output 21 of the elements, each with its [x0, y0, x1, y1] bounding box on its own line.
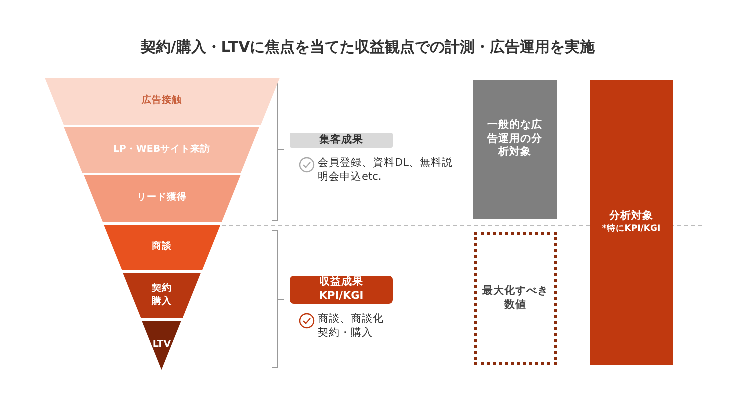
- panel-label: 集客成果: [318, 134, 364, 148]
- panel-label: 収益成果: [318, 276, 364, 290]
- stage-label: 広告接触: [141, 95, 183, 108]
- panel-label: 分析対象: [608, 210, 654, 224]
- result-note: 会員登録、資料DL、無料説明会申込etc.: [318, 156, 454, 184]
- stage-label: 商談: [150, 241, 173, 254]
- panel-label: 最大化すべき数値: [482, 284, 550, 312]
- panel-label: 一般的な広告運用の分析対象: [487, 119, 543, 160]
- diagram-title: 契約/購入・LTVに焦点を当てた収益観点での計測・広告運用を実施: [140, 38, 596, 57]
- dotted-panel: [474, 232, 557, 365]
- panel-label: *特にKPI/KGI: [601, 224, 662, 235]
- category-tag: [290, 133, 393, 148]
- analysis-panel: [473, 80, 557, 219]
- panel-label: KPI/KGI: [318, 290, 365, 304]
- stage-label: LTV: [152, 339, 172, 352]
- result-note: 商談、商談化契約・購入: [318, 312, 385, 340]
- stage-label: 契約購入: [150, 283, 173, 308]
- category-tag: [290, 276, 393, 304]
- stage-label: リード獲得: [136, 192, 188, 205]
- stage-label: LP・WEBサイト来訪: [112, 144, 212, 156]
- analysis-panel: [590, 80, 673, 365]
